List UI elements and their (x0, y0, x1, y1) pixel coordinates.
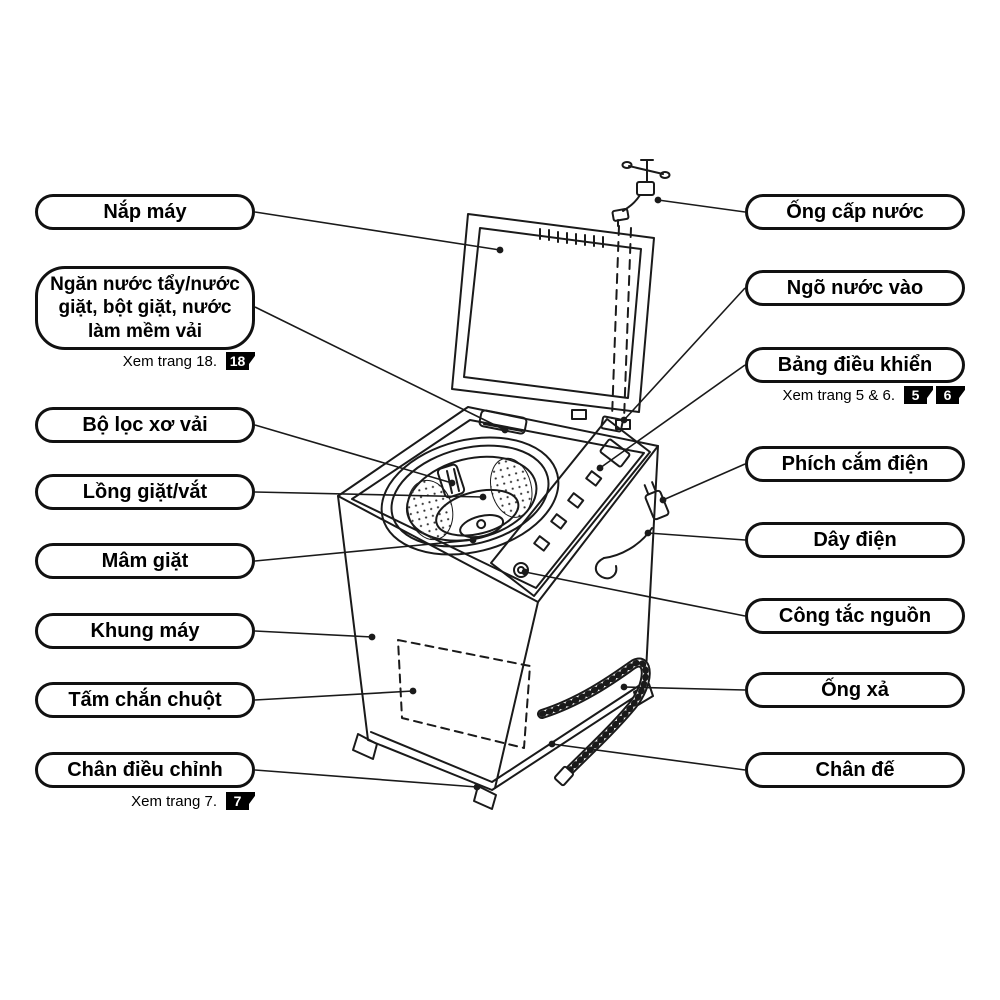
label-ong-cap-nuoc: Ống cấp nước (745, 194, 965, 230)
leader-lines (254, 196, 746, 791)
label-chan-de: Chân đế (745, 752, 965, 788)
supply-hose-dashed (611, 225, 632, 421)
note-xem-trang-5-6: Xem trang 5 & 6. 5 6 (745, 384, 967, 406)
feet (352, 683, 654, 810)
body-frame (337, 445, 659, 791)
pulsator (459, 514, 505, 539)
note-text: Xem trang 7. (131, 792, 217, 810)
adjustable-foot (473, 785, 497, 810)
label-day-dien: Dây điện (745, 522, 965, 558)
power-switch (513, 562, 529, 578)
control-panel (490, 418, 651, 597)
lid (451, 213, 655, 413)
label-khung-may: Khung máy (35, 613, 255, 649)
note-text: Xem trang 18. (122, 352, 217, 370)
label-mam-giat: Mâm giặt (35, 543, 255, 579)
wash-basket (380, 436, 560, 556)
label-ngo-nuoc-vao: Ngõ nước vào (745, 270, 965, 306)
label-bang-dieu-khien: Bảng điều khiển (745, 347, 965, 383)
drain-hose (537, 657, 651, 787)
page-badge-5: 5 (904, 386, 927, 404)
label-long-giat-vat: Lồng giặt/vắt (35, 474, 255, 510)
label-ong-xa: Ống xả (745, 672, 965, 708)
note-xem-trang-18: Xem trang 18. 18 (35, 350, 257, 372)
mouse-guard-plate (397, 639, 531, 749)
power-cord (594, 527, 653, 580)
label-chan-dieu-chinh: Chân điều chỉnh (35, 752, 255, 788)
page-badge-18: 18 (226, 352, 249, 370)
faucet-icon (611, 159, 671, 227)
note-text: Xem trang 5 & 6. (782, 386, 895, 404)
label-cong-tac-nguon: Công tắc nguồn (745, 598, 965, 634)
label-nap-may: Nắp máy (35, 194, 255, 230)
water-inlet (600, 415, 624, 433)
note-xem-trang-7: Xem trang 7. 7 (35, 790, 257, 812)
page-badge-6: 6 (936, 386, 959, 404)
label-bo-loc-xo-vai: Bộ lọc xơ vải (35, 407, 255, 443)
page-badge-7: 7 (226, 792, 249, 810)
panel-display (599, 438, 631, 468)
wash-plate (435, 488, 520, 537)
label-tam-chan-chuot: Tấm chắn chuột (35, 682, 255, 718)
label-phich-cam-dien: Phích cắm điện (745, 446, 965, 482)
label-ngan-nuoc-tay: Ngăn nước tẩy/nước giặt, bột giặt, nước … (35, 266, 255, 350)
